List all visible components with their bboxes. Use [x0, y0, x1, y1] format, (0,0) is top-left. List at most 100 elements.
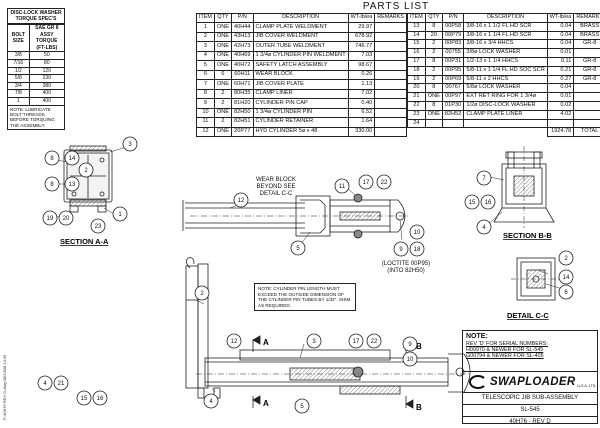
cell-remarks	[374, 98, 407, 109]
torque-value: 400	[28, 96, 66, 106]
col-remarks: REMARKS	[573, 13, 600, 23]
cell-weight: 0.01	[546, 48, 575, 58]
cell-weight: 0.04	[546, 39, 575, 50]
section-b-title: SECTION B-B	[503, 231, 552, 240]
balloon-top-17: 17	[363, 180, 370, 186]
torque-size: 3/4	[7, 81, 30, 91]
balloon-side-22: 22	[371, 339, 378, 345]
balloon-side-4: 4	[209, 399, 213, 405]
cell-weight: 746.77	[347, 41, 376, 52]
cell-item: 11	[196, 117, 215, 128]
cell-description: CLAMP PLATE LINER	[463, 109, 548, 120]
cell-remarks	[573, 118, 600, 129]
torque-spec-table: DISC-LOCK WASHER TORQUE SPEC'S BOLT SIZE…	[7, 8, 66, 131]
torque-value: 80	[28, 58, 66, 68]
cell-pn: 20P77	[231, 126, 254, 138]
torque-value: 380	[28, 81, 66, 91]
cell-pn: 00P83	[441, 39, 465, 50]
cell-qty: 8	[424, 21, 443, 32]
cell-description: 1/2ø DISC-LOCK WASHER	[463, 100, 548, 111]
col-remarks: REMARKS	[374, 12, 407, 24]
section-b-view	[493, 146, 555, 228]
cell-description: SAFETY LATCH ASSEMBLY	[252, 60, 349, 71]
cell-pn: 80H35	[231, 88, 254, 100]
balloon-side-3: 3	[312, 339, 316, 345]
cell-item: 19	[406, 74, 426, 85]
balloon-top-10: 10	[414, 230, 421, 236]
parts-row: 24	[406, 118, 600, 129]
cell-remarks: GR-8	[573, 65, 600, 76]
col-description: DESCRIPTION	[463, 13, 548, 23]
cell-remarks	[374, 41, 407, 52]
balloon-side-5: 5	[300, 404, 304, 410]
brand-area: SWAPLOADER U.S.A. LTD.	[463, 372, 597, 393]
cell-description: 3/8-16 x 3/4 HHCS	[463, 39, 548, 50]
cell-pn: 00P97	[441, 92, 465, 102]
loctite-callout: (LOCTITE 00P95) (INTO 82H50)	[381, 261, 431, 274]
cell-pn: 81H20	[231, 98, 254, 109]
cell-weight: 0.11	[546, 56, 575, 67]
balloon-dc-14: 14	[563, 275, 570, 281]
cell-description: WEAR BLOCK	[252, 69, 349, 81]
cell-qty: ONE	[213, 22, 233, 33]
balloon-side-15: 15	[81, 396, 88, 402]
balloon-sa-23: 23	[95, 224, 102, 230]
cell-qty: ONE	[213, 60, 233, 71]
cell-remarks: BRASS	[573, 21, 600, 32]
col-qty: QTY	[213, 12, 233, 24]
section-b-arrow-label-bottom: B	[416, 403, 422, 412]
cell-description: JIB COVER PLATE	[252, 79, 349, 90]
cell-item: 2	[196, 31, 215, 43]
col-weight: WT-lb/ea	[347, 12, 376, 24]
cell-weight: 98.67	[347, 60, 376, 71]
balloon-side-17: 17	[353, 339, 360, 345]
torque-value: 50	[28, 51, 66, 60]
balloon-top-9: 9	[399, 247, 403, 253]
balloon-top-5: 5	[296, 246, 300, 252]
cell-item: 3	[196, 41, 215, 52]
torque-col-bolt: BOLT SIZE	[7, 23, 30, 53]
cell-weight: 4.02	[546, 109, 575, 120]
section-a-arrow-label: A	[263, 338, 269, 347]
cylinder-pin-note: NOTE: CYLINDER PIN LENGTH MUST EXCEED TH…	[254, 283, 356, 312]
cell-weight: 0.04	[546, 21, 575, 32]
cell-remarks: GR-8	[573, 74, 600, 85]
cell-item: 5	[196, 60, 215, 71]
cell-qty: 2	[424, 48, 443, 58]
cell-weight	[546, 118, 575, 129]
cell-pn: 43H13	[231, 31, 254, 43]
cell-qty: ONE	[213, 41, 233, 52]
balloon-group	[37, 136, 574, 414]
cell-description: CYLINDER PIN CAP	[252, 98, 349, 109]
cell-description: 5/8-11 x 1 1/4 FL HD SOC SCR	[463, 65, 548, 76]
cell-remarks	[573, 100, 600, 111]
balloon-sb-16: 16	[485, 200, 492, 206]
cell-weight: 0.21	[546, 65, 575, 76]
cell-pn: 82H52	[441, 109, 465, 120]
total-label: TOTAL	[573, 127, 600, 138]
margin-file-text: P-40H76 REV D.dwg 08/13/08 14:45	[2, 354, 7, 420]
cell-remarks: GR-8	[573, 39, 600, 50]
cell-item: 13	[406, 21, 426, 32]
cell-description: CLAMP LINER	[252, 88, 349, 100]
parts-table-right: ITEM QTY P/N DESCRIPTION WT-lb/ea REMARK…	[406, 13, 600, 138]
cell-weight: 0.01	[546, 92, 575, 102]
col-description: DESCRIPTION	[252, 12, 349, 24]
balloon-sb-15: 15	[469, 200, 476, 206]
brand-logo: SWAPLOADER	[490, 376, 576, 388]
torque-size: 1	[7, 96, 30, 106]
detail-c-title: DETAIL C-C	[507, 311, 549, 320]
cell-pn: 40H69	[231, 50, 254, 62]
col-item: ITEM	[406, 13, 426, 23]
cell-description: 1/2-13 x 1 1/4 HHCS	[463, 56, 548, 67]
drawing-model: SL-545	[463, 405, 597, 417]
cell-pn: 01P30	[441, 100, 465, 111]
